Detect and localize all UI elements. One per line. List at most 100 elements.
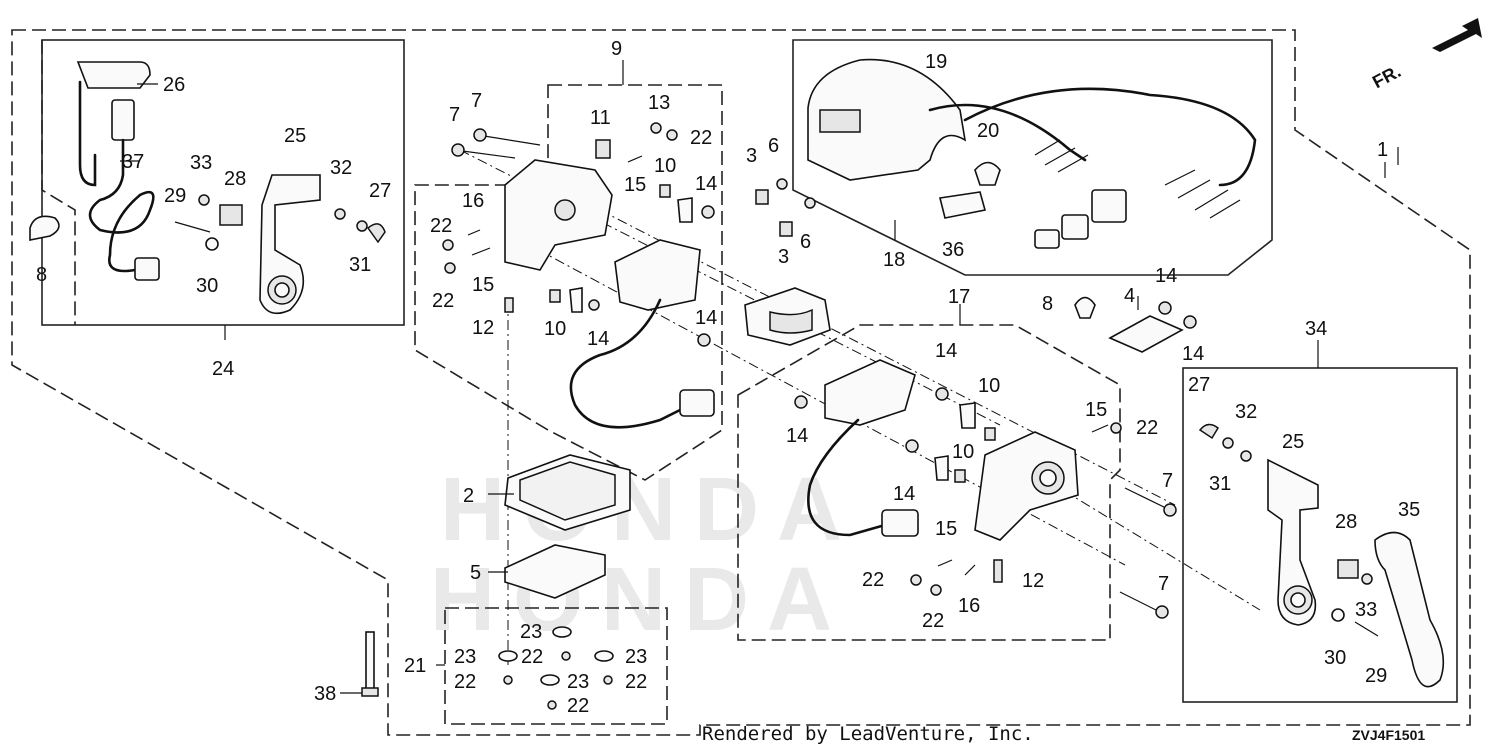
control-lever-25-right <box>1267 458 1319 626</box>
bolt-12-17 <box>993 559 1003 583</box>
shift-actuator-9 <box>442 122 715 429</box>
front-label: FR. <box>1369 61 1404 92</box>
callout-8: 8 <box>1042 293 1053 315</box>
callout-11: 11 <box>590 107 611 129</box>
connector-37-head <box>111 99 135 141</box>
callout-14: 14 <box>587 328 609 350</box>
callout-32: 32 <box>1235 401 1257 423</box>
actuator-17-shaft <box>1039 469 1057 487</box>
callout-14: 14 <box>893 483 915 505</box>
group-box-17 <box>737 324 1121 641</box>
spring-15-17b <box>937 559 953 567</box>
bolt-7c-head <box>1163 503 1177 517</box>
left-lever-assembly <box>29 61 386 315</box>
bolt-29-right <box>1354 621 1379 637</box>
callout-22: 22 <box>690 127 712 149</box>
callout-22: 22 <box>430 215 452 237</box>
callout-32: 32 <box>330 157 352 179</box>
sensor-cable-17 <box>807 418 887 537</box>
callout-35: 35 <box>1398 499 1420 521</box>
lever-grip-35 <box>1374 531 1445 688</box>
callout-15: 15 <box>624 174 646 196</box>
harness-wire-a <box>928 103 1087 162</box>
throttle-actuator-17 <box>794 359 1177 619</box>
bolt-12-top <box>504 297 514 313</box>
center-coupler <box>744 287 831 346</box>
watermark: HONDA HONDA <box>430 460 842 650</box>
plate-5 <box>504 544 606 599</box>
callout-26: 26 <box>163 74 185 96</box>
clip-10-top <box>659 184 671 198</box>
callout-3: 3 <box>778 246 789 268</box>
bracket-14-top <box>677 197 693 223</box>
callout-21: 21 <box>404 655 426 677</box>
callout-4: 4 <box>1124 285 1135 307</box>
callout-38: 38 <box>314 683 336 705</box>
bolt-7b <box>477 134 541 146</box>
callout-7: 7 <box>471 90 482 112</box>
clip-10-17a <box>984 427 996 441</box>
drawing-code: ZVJ4F1501 <box>1352 727 1425 743</box>
spring-15-17 <box>1091 424 1109 433</box>
callout-19: 19 <box>925 51 947 73</box>
callout-25: 25 <box>284 125 306 147</box>
leader-lines <box>120 60 1399 694</box>
lever-25-right-bore <box>1290 592 1306 608</box>
washer-22-top <box>666 129 678 141</box>
connector-shell-1 <box>1034 229 1060 249</box>
callout-1: 1 <box>1377 139 1388 161</box>
bolt-38-shank <box>365 631 375 691</box>
harness-bracket-26 <box>78 80 97 187</box>
grommet-23b <box>498 650 518 662</box>
assembly-1-outline <box>11 29 1471 736</box>
sensor-cable-9 <box>569 298 692 429</box>
long-bolt-38 <box>361 631 379 697</box>
screw-33 <box>198 194 210 206</box>
position-sensor-17 <box>824 359 916 426</box>
position-sensor-9 <box>614 239 701 311</box>
washer-22-17a <box>910 574 922 586</box>
callout-18: 18 <box>883 249 905 271</box>
bracket-4 <box>1108 315 1184 353</box>
plate-28 <box>219 204 243 226</box>
connector-shell-3 <box>1091 189 1127 223</box>
spring-15-top <box>627 155 643 163</box>
spring-16-left <box>467 229 481 236</box>
spring-15-left <box>471 247 491 256</box>
bracket-14-17c <box>934 455 949 481</box>
washer-30-right <box>1331 608 1345 622</box>
callout-17: 17 <box>948 286 970 308</box>
callout-36: 36 <box>942 239 964 261</box>
callout-29: 29 <box>1365 665 1387 687</box>
grommet-23d <box>540 674 560 686</box>
callout-30: 30 <box>1324 647 1346 669</box>
callout-15: 15 <box>935 518 957 540</box>
callout-22: 22 <box>922 610 944 632</box>
callout-22: 22 <box>862 569 884 591</box>
clip-27-left <box>366 223 386 244</box>
bolt-7c <box>1124 487 1171 511</box>
bolt-7a-head <box>451 143 465 157</box>
hardware-kit-21 <box>498 626 614 710</box>
plate-28-right <box>1337 559 1359 579</box>
group-boxes <box>11 29 1471 736</box>
callout-23: 23 <box>520 621 542 643</box>
callout-14: 14 <box>695 173 717 195</box>
front-arrow-icon <box>1432 18 1482 52</box>
callout-14: 14 <box>1155 265 1177 287</box>
callout-22: 22 <box>521 646 543 668</box>
screw-13 <box>650 122 662 134</box>
actuator-housing-17 <box>974 431 1079 541</box>
callout-16: 16 <box>462 190 484 212</box>
washer-30 <box>205 237 219 251</box>
bolt-7a <box>454 149 516 159</box>
gasket-group <box>504 454 631 599</box>
callout-23: 23 <box>454 646 476 668</box>
callout-12: 12 <box>1022 570 1044 592</box>
gasket-2-inner <box>519 461 616 521</box>
callout-9: 9 <box>611 38 622 60</box>
bracket-11 <box>595 139 611 159</box>
spring-16-17 <box>964 564 976 576</box>
